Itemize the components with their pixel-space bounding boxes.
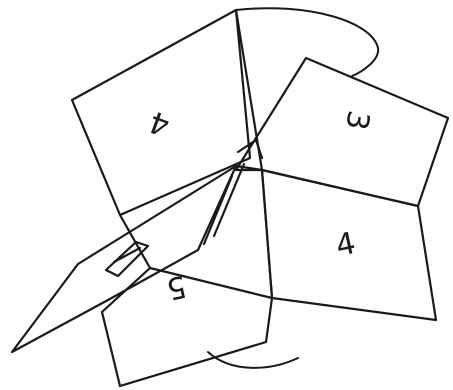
face-left-flap xyxy=(12,166,236,352)
label-face-top-left: 4 xyxy=(145,103,175,142)
rotation-arrow-top xyxy=(236,8,378,76)
crease-inner xyxy=(204,176,232,244)
diamond-mark xyxy=(106,242,148,276)
face-top-right xyxy=(236,58,448,206)
label-face-bottom: 5 xyxy=(163,268,189,306)
crease-center xyxy=(236,166,272,298)
label-face-top-right: 3 xyxy=(338,108,376,133)
crease-inner-2 xyxy=(214,164,244,236)
label-face-right: 4 xyxy=(333,226,359,264)
